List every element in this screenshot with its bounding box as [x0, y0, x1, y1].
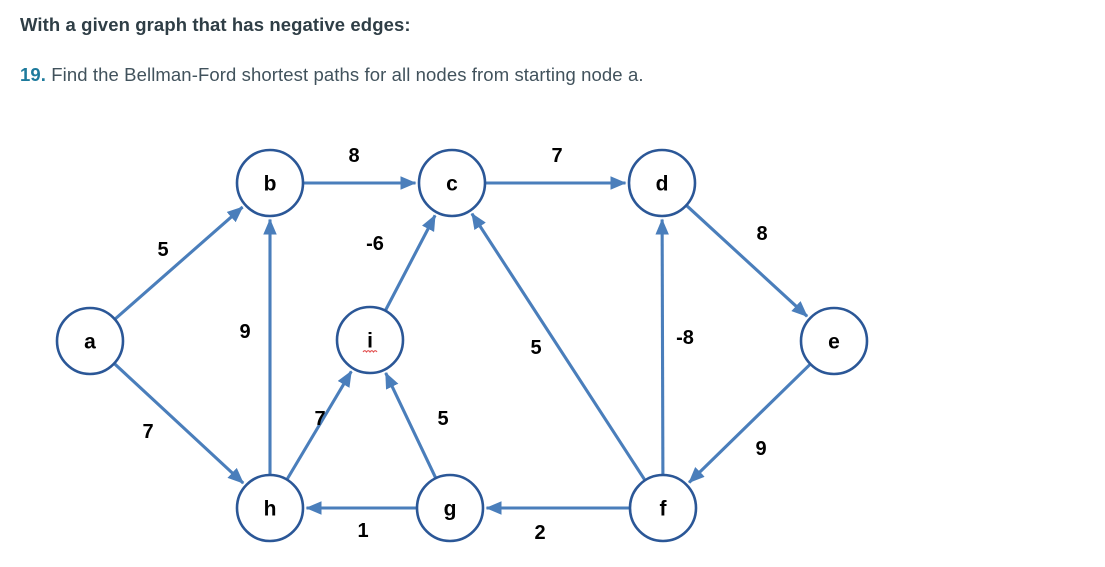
- graph-edge-i-c: [383, 214, 437, 312]
- graph-edge-f-d: [655, 218, 669, 476]
- node-label-b: b: [264, 173, 277, 196]
- edge-weight-f-c: 5: [530, 337, 541, 359]
- question-number: 19.: [20, 64, 47, 85]
- node-label-g: g: [444, 498, 457, 521]
- node-circle-e: [799, 306, 869, 376]
- graph-node-f: f: [628, 473, 698, 543]
- node-circle-f: [628, 473, 698, 543]
- edge-weight-b-c: 8: [348, 145, 359, 167]
- question-text: Find the Bellman-Ford shortest paths for…: [46, 64, 644, 85]
- node-circle-d: [627, 148, 697, 218]
- graph-diagram: a b c d e f g h i 5 7 8 9 -6 7 8 -8 9 5 7 5 1 2: [0, 110, 1105, 567]
- node-label-c: c: [446, 173, 458, 196]
- graph-edge-f-c: [470, 212, 647, 482]
- node-circle-b: [235, 148, 305, 218]
- graph-node-d: d: [627, 148, 697, 218]
- graph-node-g: g: [415, 473, 485, 543]
- node-label-h: h: [264, 498, 277, 521]
- spellcheck-squiggle-icon: [362, 350, 378, 353]
- graph-svg: a b c d e f g h i 5 7 8 9 -6 7 8 -8 9 5 7 5 1 2: [55, 145, 869, 544]
- node-circle-c: [417, 148, 487, 218]
- node-circle-h: [235, 473, 305, 543]
- graph-node-h: h: [235, 473, 305, 543]
- prompt-question: 19. Find the Bellman-Ford shortest paths…: [20, 64, 644, 86]
- graph-edge-a-h: [113, 362, 245, 485]
- edge-weight-h-i: 7: [314, 408, 325, 430]
- graph-node-b: b: [235, 148, 305, 218]
- node-label-f: f: [660, 498, 668, 521]
- edge-weight-c-d: 7: [551, 145, 562, 167]
- graph-edge-h-i: [285, 370, 353, 481]
- node-label-i: i: [367, 330, 373, 353]
- node-label-d: d: [656, 173, 669, 196]
- graph-node-e: e: [799, 306, 869, 376]
- node-circle-g: [415, 473, 485, 543]
- graph-node-c: c: [417, 148, 487, 218]
- graph-edge-a-b: [113, 205, 244, 321]
- edge-weight-h-b: 9: [239, 321, 250, 343]
- weights-layer: 5 7 8 9 -6 7 8 -8 9 5 7 5 1 2: [142, 145, 767, 544]
- node-label-a: a: [84, 331, 96, 354]
- node-circle-i: [335, 305, 405, 375]
- edge-weight-f-g: 2: [534, 522, 545, 544]
- graph-node-a: a: [55, 306, 125, 376]
- edge-weight-e-f: 9: [755, 438, 766, 460]
- edge-weight-g-i: 5: [437, 408, 448, 430]
- edge-weight-i-c: -6: [366, 233, 384, 255]
- edge-weight-g-h: 1: [357, 520, 368, 542]
- prompt-heading: With a given graph that has negative edg…: [20, 14, 411, 35]
- edge-weight-f-d: -8: [676, 327, 694, 349]
- edges-layer: [113, 176, 812, 515]
- graph-edge-d-e: [685, 204, 809, 318]
- edge-weight-a-h: 7: [142, 421, 153, 443]
- graph-edge-e-f: [688, 362, 812, 484]
- graph-edge-g-i: [384, 372, 438, 479]
- node-circle-a: [55, 306, 125, 376]
- edge-weight-d-e: 8: [756, 223, 767, 245]
- node-label-e: e: [828, 331, 840, 354]
- nodes-layer: a b c d e f g h i: [55, 148, 869, 543]
- graph-node-i: i: [335, 305, 405, 375]
- edge-weight-a-b: 5: [157, 239, 168, 261]
